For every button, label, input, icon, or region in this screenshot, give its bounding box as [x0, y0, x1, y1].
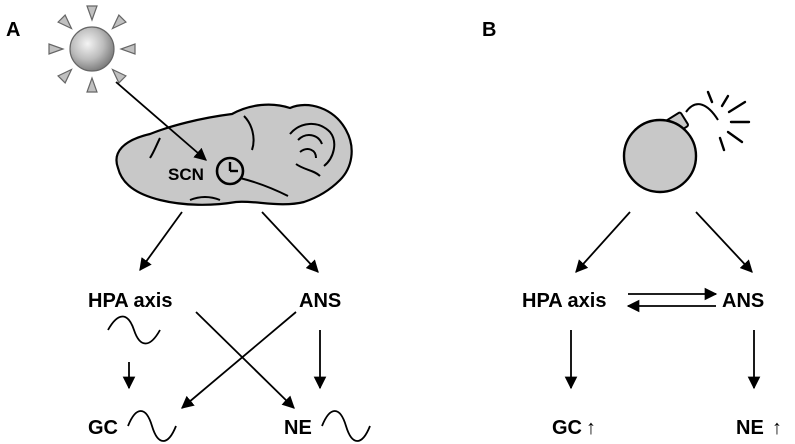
ans-label: ANS — [299, 290, 341, 312]
gc-label-b: GC — [552, 417, 582, 439]
up-arrow-icon: ↑ — [586, 417, 596, 439]
sun-icon — [48, 5, 136, 93]
hpa-axis-label: HPA axis — [88, 290, 172, 312]
bomb-to-ans-arrow — [695, 211, 753, 273]
sine-wave-icon — [321, 410, 371, 442]
clock-icon — [215, 156, 245, 186]
brain-to-ans-arrow — [261, 211, 319, 273]
panel-a: A SCN — [6, 5, 371, 442]
sun-to-scn-arrow — [115, 81, 207, 161]
ne-label-b: NE — [736, 417, 764, 439]
panel-b-letter: B — [482, 19, 496, 41]
bomb-icon — [622, 90, 751, 194]
panel-b-arrows — [564, 211, 761, 390]
ans-to-gc-arrow — [181, 311, 297, 409]
panel-b: B HPA axis ANS GC ↑ — [482, 19, 782, 439]
ans-label-b: ANS — [722, 290, 764, 312]
ne-label: NE — [284, 417, 312, 439]
gc-label: GC — [88, 417, 118, 439]
scn-label: SCN — [168, 165, 204, 184]
up-arrow-icon: ↑ — [772, 417, 782, 439]
panel-a-arrows — [115, 81, 327, 409]
sine-wave-icon — [107, 315, 161, 345]
sine-wave-icon — [127, 410, 177, 442]
panel-a-letter: A — [6, 19, 20, 41]
brain-icon — [115, 103, 353, 206]
hpa-axis-label-b: HPA axis — [522, 290, 606, 312]
brain-to-hpa-arrow — [139, 211, 183, 272]
bomb-to-hpa-arrow — [575, 211, 631, 273]
hpa-to-ne-arrow — [195, 311, 295, 409]
